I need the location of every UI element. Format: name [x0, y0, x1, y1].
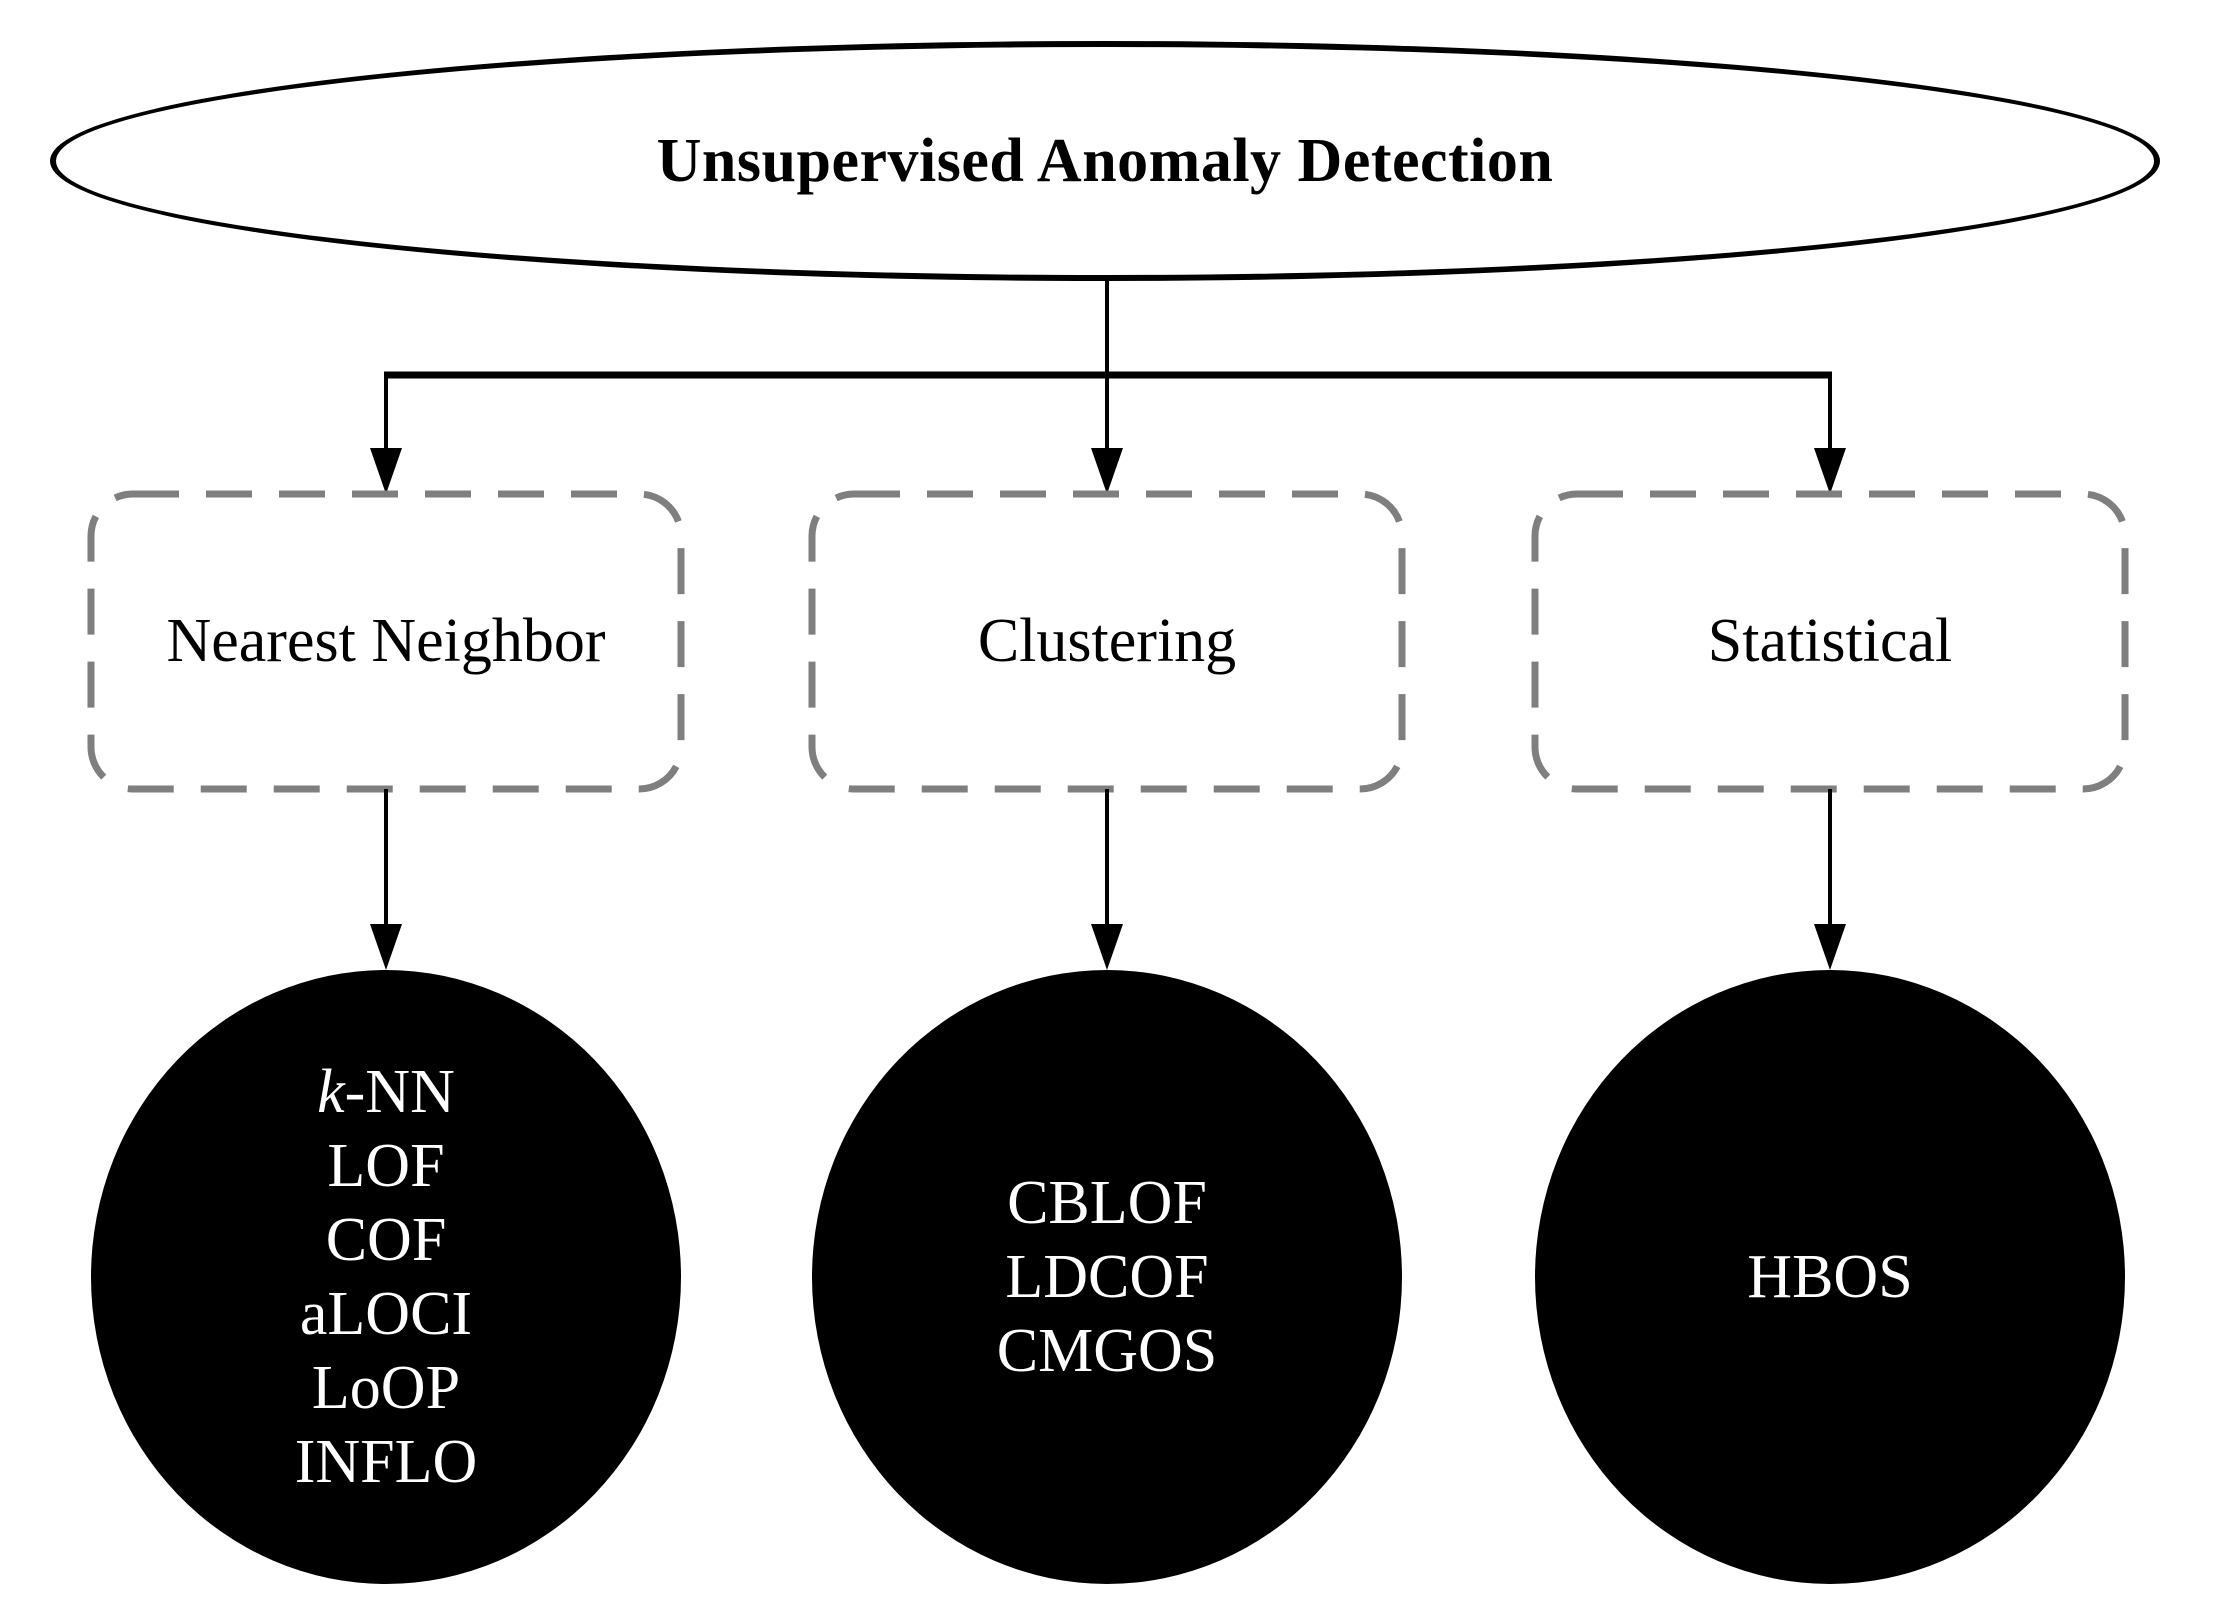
- root-node-ellipse: Unsupervised Anomaly Detection: [50, 41, 2160, 281]
- arrowhead-statistical-to-algorithms: [1814, 924, 1846, 970]
- algorithm-name: INFLO: [294, 1428, 478, 1496]
- arrowhead-to-clustering: [1091, 448, 1123, 494]
- algorithm-node-nearest-neighbor: k-NN LOF COF aLOCI LoOP INFLO: [91, 970, 681, 1584]
- algorithm-name: aLOCI: [299, 1280, 473, 1348]
- algorithm-name: LoOP: [311, 1354, 461, 1422]
- arrowhead-nearest-neighbor-to-algorithms: [370, 924, 402, 970]
- diagram-title: Unsupervised Anomaly Detection: [656, 126, 1554, 195]
- algorithm-name-text-part: -NN: [344, 1058, 455, 1126]
- algorithm-node-clustering: CBLOF LDCOF CMGOS: [812, 970, 1402, 1584]
- category-label-nearest-neighbor: Nearest Neighbor: [166, 607, 606, 675]
- arrowhead-clustering-to-algorithms: [1091, 924, 1123, 970]
- arrowhead-to-statistical: [1814, 448, 1846, 494]
- algorithm-name: k-NN: [317, 1055, 455, 1129]
- algorithm-name: LDCOF: [1005, 1243, 1209, 1311]
- algorithm-name: LOF: [327, 1132, 445, 1200]
- algorithm-name-italic-part: k: [317, 1058, 345, 1126]
- arrowhead-to-nearest-neighbor: [370, 448, 402, 494]
- algorithm-node-statistical: HBOS: [1535, 970, 2125, 1584]
- category-label-clustering: Clustering: [977, 607, 1237, 675]
- algorithm-name: HBOS: [1747, 1243, 1913, 1311]
- algorithm-name: CMGOS: [996, 1317, 1218, 1385]
- algorithm-name: COF: [325, 1206, 447, 1274]
- algorithm-name: CBLOF: [1007, 1169, 1207, 1237]
- category-label-statistical: Statistical: [1707, 607, 1953, 675]
